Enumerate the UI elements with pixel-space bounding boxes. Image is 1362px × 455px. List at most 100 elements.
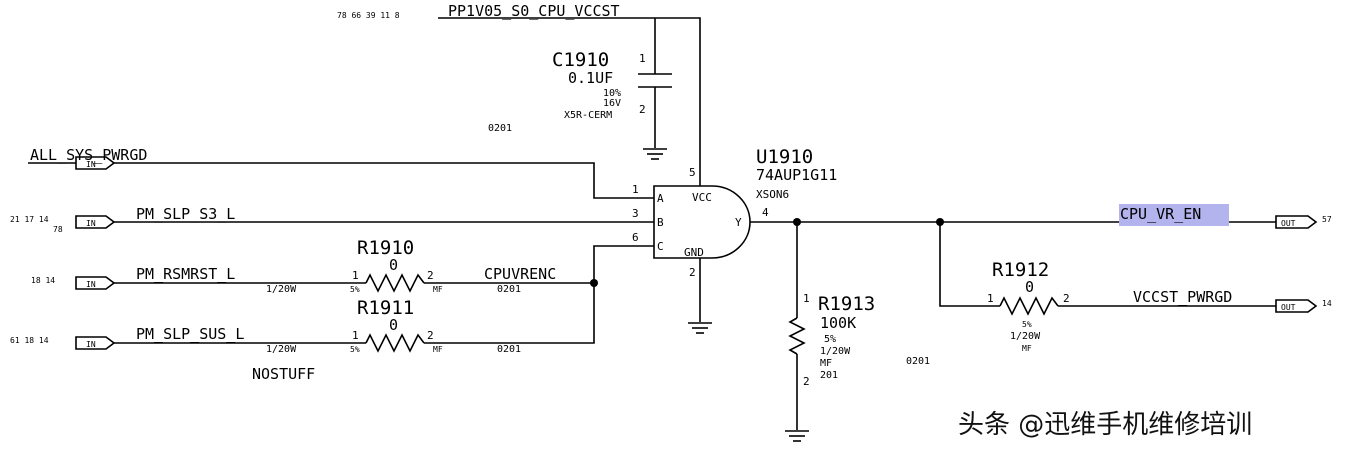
u1910-num-y: 4 [762,206,769,219]
r1911-ref: R1911 [357,297,414,319]
r1911-pin2: 2 [427,329,434,342]
r1911-note: NOSTUFF [252,365,315,383]
pm-slp-s3-refs: 21 17 14 [10,215,49,224]
ground-symbol-c1910 [643,148,667,160]
r1913-package: 201 [820,370,838,381]
u1910-num-c: 6 [632,231,639,244]
r1911-tol: 5% [350,345,360,354]
r1913-tol: 5% [824,334,836,345]
u1910-pin-c: C [657,240,664,253]
vccst-pwrgd-ref: 14 [1322,299,1332,308]
r1911-power: 1/20W [266,344,297,355]
wire-all-sys-pwrgd [114,162,654,199]
c1910-package: 0201 [488,123,512,134]
r1910-value: 0 [389,256,398,274]
u1910-pin-b: B [657,216,664,229]
r1910-ref: R1910 [357,237,414,259]
u1910-pin-y: Y [735,216,742,229]
net-all-sys-pwrgd: ALL_SYS_PWRGD [30,146,147,164]
resistor-r1913 [788,317,806,355]
r1910-power: 1/20W [266,284,297,295]
net-cpu-vr-en: CPU_VR_EN [1120,205,1201,223]
r1912-type: MF [1022,344,1032,353]
u1910-package: XSON6 [756,188,789,201]
u1910-num-b: 3 [632,207,639,220]
wire-r1912-in [939,222,1000,307]
svg-text:IN: IN [86,280,96,289]
capacitor-c1910 [638,70,672,148]
c1910-pin1: 1 [639,52,646,65]
port-in-pm-rsmrst: IN [75,276,116,290]
c1910-pin2: 2 [639,103,646,116]
r1913-package2: 0201 [906,356,930,367]
r1911-type: MF [433,345,443,354]
r1912-power: 1/20W [1010,331,1041,342]
u1910-num-vcc: 5 [689,166,696,179]
r1912-value: 0 [1025,278,1034,296]
u1910-part: 74AUP1G11 [756,166,837,184]
port-in-pm-slp-s3: IN [75,215,116,229]
r1911-pin1: 1 [352,329,359,342]
net-cpuvrenc: CPUVRENC [484,265,556,283]
c1910-value: 0.1UF [568,69,613,87]
pm-rsmrst-refs: 18 14 [31,276,55,285]
svg-text:OUT: OUT [1281,219,1296,228]
cpu-vr-en-ref: 57 [1322,215,1332,224]
pp1v05-refs: 78 66 39 11 8 [337,11,400,20]
r1913-value: 100K [820,314,856,332]
ground-symbol-r1913 [785,430,809,442]
net-pm-slp-sus: PM_SLP_SUS_L [136,325,244,343]
u1910-pin-gnd: GND [684,246,704,259]
svg-text:IN: IN [86,340,96,349]
svg-text:OUT: OUT [1281,303,1296,312]
port-in-all-sys-pwrgd: IN [75,156,116,170]
u1910-num-gnd: 2 [689,266,696,279]
r1910-pin1: 1 [352,269,359,282]
gate-u1910-body [653,185,751,259]
watermark-text: 头条 @迅维手机维修培训 [958,410,1252,440]
u1910-ref: U1910 [756,146,813,168]
r1913-type: MF [820,358,832,369]
r1911-value: 0 [389,316,398,334]
r1913-pin1: 1 [803,292,810,305]
svg-text:IN: IN [86,219,96,228]
port-out-cpu-vr-en: OUT [1275,215,1318,229]
r1910-package: 0201 [497,284,521,295]
r1912-pin2: 2 [1063,292,1070,305]
r1913-power: 1/20W [820,346,851,357]
wire-cpuvrenc-b [424,245,654,344]
resistor-r1911 [365,333,425,353]
r1912-tol: 5% [1022,320,1032,329]
net-highlight [1119,204,1229,226]
c1910-ref: C1910 [552,49,609,71]
ground-symbol-u1910 [688,322,712,334]
c1910-tol: 10% [603,88,621,99]
svg-text:IN: IN [86,160,96,169]
wire-pp1v05 [438,17,701,170]
net-vccst-pwrgd: VCCST_PWRGD [1133,288,1232,306]
r1911-package: 0201 [497,344,521,355]
net-pp1v05: PP1V05_S0_CPU_VCCST [448,2,620,20]
resistor-r1912 [999,296,1059,316]
u1910-pin-vcc: VCC [692,191,712,204]
port-in-pm-slp-sus: IN [75,336,116,350]
r1912-ref: R1912 [992,259,1049,281]
net-pm-slp-s3: PM_SLP_S3_L [136,205,235,223]
r1910-type: MF [433,285,443,294]
c1910-volt: 16V [603,98,621,109]
resistor-r1910 [365,273,425,293]
u1910-num-a: 1 [632,183,639,196]
junction-cpuvrenc [590,279,598,287]
u1910-pin-a: A [657,192,664,205]
r1910-pin2: 2 [427,269,434,282]
r1910-tol: 5% [350,285,360,294]
r1913-pin2: 2 [803,375,810,388]
port-out-vccst-pwrgd: OUT [1275,299,1318,313]
r1912-pin1: 1 [987,292,994,305]
pm-slp-s3-refs2: 78 [53,225,63,234]
r1913-ref: R1913 [818,293,875,315]
c1910-dielectric: X5R-CERM [564,110,612,121]
pm-slp-sus-refs: 61 18 14 [10,336,49,345]
